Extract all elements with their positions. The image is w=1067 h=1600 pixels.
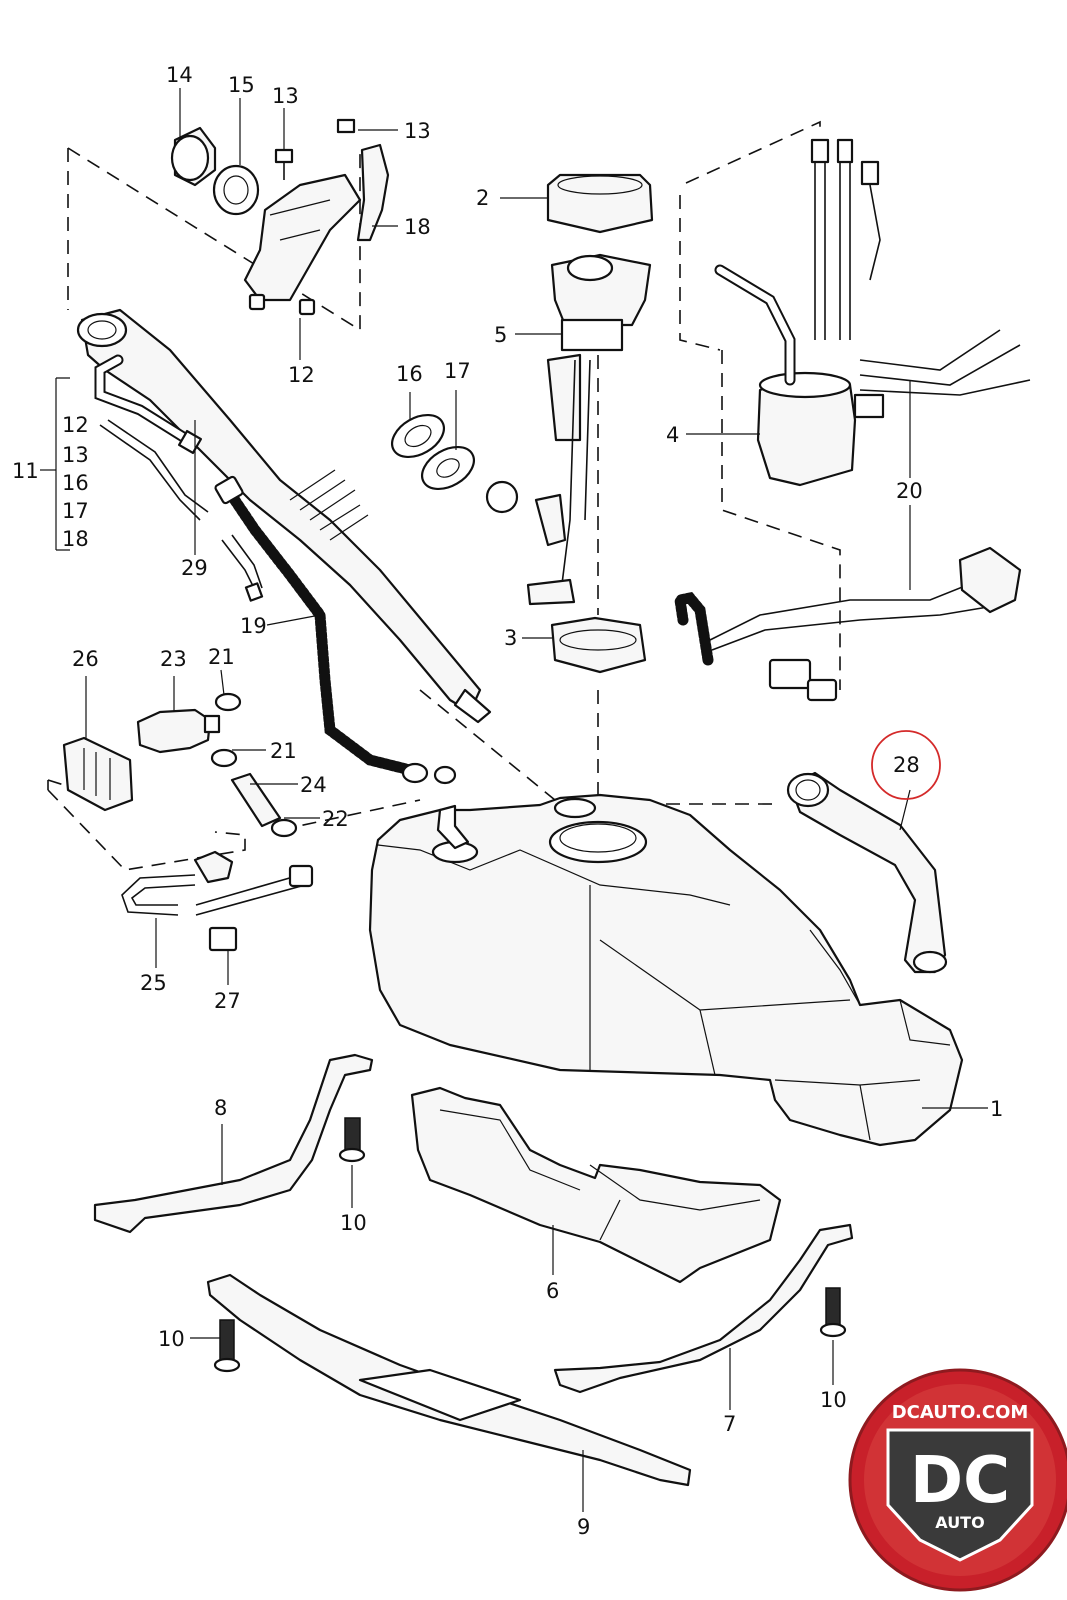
callout-10-right: 10 [820,1388,847,1412]
callout-21-lower: 21 [270,739,297,763]
callout-9: 9 [577,1515,590,1539]
valve-and-fittings [62,692,314,952]
callout-24: 24 [300,773,327,797]
callout-21-upper: 21 [208,645,235,669]
callout-20: 20 [896,479,923,503]
callout-23: 23 [160,647,187,671]
callout-18: 18 [404,215,431,239]
callout-10-upper: 10 [340,1211,367,1235]
callout-11-sub-13: 13 [62,443,89,467]
callout-13-right: 13 [404,119,431,143]
callout-22: 22 [322,807,349,831]
callout-16: 16 [396,362,423,386]
callout-14: 14 [166,63,193,87]
logo-dc-text: DC [910,1444,1010,1518]
callout-11: 11 [12,459,39,483]
logo-auto-text: AUTO [935,1513,984,1532]
filler-bracket-assembly [170,118,390,316]
callout-10-left: 10 [158,1327,185,1351]
callout-25: 25 [140,971,167,995]
callout-8: 8 [214,1096,227,1120]
callout-11-sub-18: 18 [62,527,89,551]
highlight-circle [871,730,941,800]
assembly-dashed-lines [47,120,841,871]
filler-hose [786,771,948,974]
logo-site-text: DCAUTO.COM [892,1402,1029,1423]
seal-washers [391,413,519,514]
corrugated-vent-hose [214,475,457,785]
callout-26: 26 [72,647,99,671]
callout-7: 7 [723,1412,736,1436]
callout-2: 2 [476,186,489,210]
filler-neck [76,308,492,724]
callout-12: 12 [288,363,315,387]
callout-29: 29 [181,556,208,580]
callout-3: 3 [504,626,517,650]
callout-11-sub-17: 17 [62,499,89,523]
callout-28: 28 [893,753,920,777]
callout-4: 4 [666,423,679,447]
sender-unit [526,173,654,674]
leader-lines [40,88,988,1512]
dcauto-logo: DCAUTO.COM DC AUTO [848,1368,1067,1592]
callout-5: 5 [494,323,507,347]
callout-17: 17 [444,359,471,383]
breather-lines [99,419,264,602]
callout-1: 1 [990,1097,1003,1121]
callout-19: 19 [240,614,267,638]
callout-6: 6 [546,1279,559,1303]
fuel-tank [368,793,964,1147]
callout-27: 27 [214,989,241,1013]
callout-11-sub-16: 16 [62,471,89,495]
fuel-pump-module [673,138,1031,702]
callout-15: 15 [228,73,255,97]
tank-straps [93,1053,854,1487]
callout-11-sub-12: 12 [62,413,89,437]
callout-labels: 1 2 3 4 5 6 7 8 9 10 10 10 11 12 13 16 1… [12,63,1003,1539]
callout-13-top: 13 [272,84,299,108]
heat-shield [410,1086,782,1284]
